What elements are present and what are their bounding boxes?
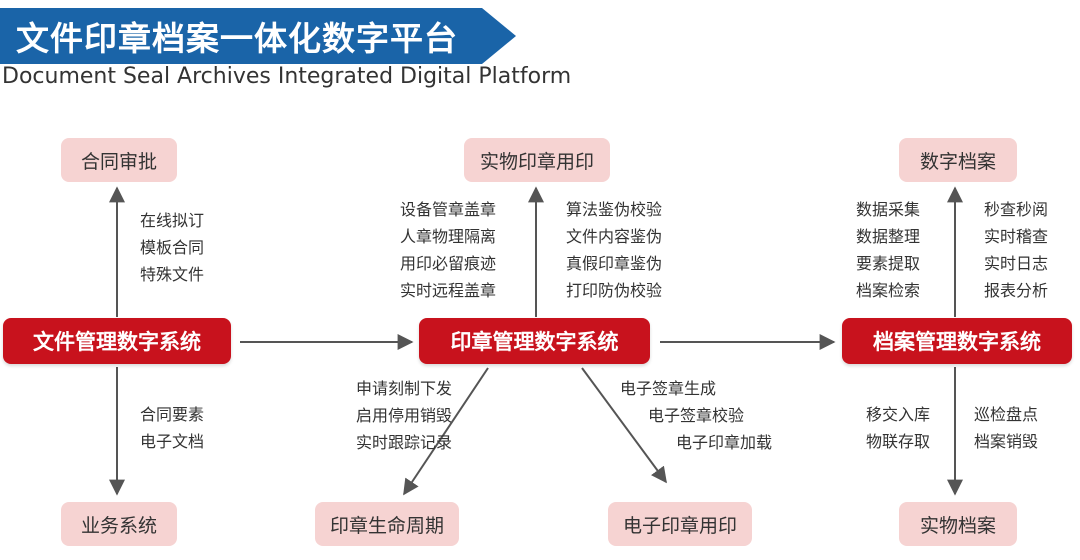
page-subtitle: Document Seal Archives Integrated Digita… — [2, 64, 572, 89]
archive-down-right-features: 巡检盘点 档案销毁 — [974, 401, 1038, 455]
list-item: 要素提取 — [856, 254, 921, 273]
archive-management-system: 档案管理数字系统 — [842, 318, 1072, 364]
list-item: 巡检盘点 — [974, 405, 1039, 424]
seal-down-left-features: 申请刻制下发 启用停用销毁 实时跟踪记录 — [356, 375, 452, 456]
list-item: 人章物理隔离 — [400, 227, 497, 246]
file-management-system: 文件管理数字系统 — [3, 318, 231, 364]
list-item: 秒查秒阅 — [984, 200, 1049, 219]
node-contract-approval: 合同审批 — [61, 138, 177, 182]
list-item: 申请刻制下发 — [355, 379, 452, 398]
node-physical-seal-use: 实物印章用印 — [464, 138, 610, 182]
file-up-features: 在线拟订 模板合同 特殊文件 — [140, 207, 204, 288]
arrow-seal-to-eseal — [581, 367, 667, 484]
archive-down-left-features: 移交入库 物联存取 — [866, 401, 930, 455]
node-physical-archive: 实物档案 — [899, 502, 1017, 546]
list-item: 移交入库 — [866, 405, 931, 424]
list-item: 电子印章加载 — [676, 433, 773, 452]
list-item: 数据整理 — [856, 227, 921, 246]
archive-up-right-features: 秒查秒阅 实时稽查 实时日志 报表分析 — [984, 196, 1048, 304]
list-item: 设备管章盖章 — [400, 200, 497, 219]
list-item: 打印防伪校验 — [566, 281, 663, 300]
list-item: 启用停用销毁 — [355, 406, 452, 425]
list-item: 文件内容鉴伪 — [566, 227, 663, 246]
archive-up-left-features: 数据采集 数据整理 要素提取 档案检索 — [856, 196, 920, 304]
list-item: 在线拟订 — [140, 211, 205, 230]
list-item: 电子文档 — [140, 432, 205, 451]
list-item: 报表分析 — [984, 281, 1049, 300]
list-item: 合同要素 — [140, 405, 205, 424]
list-item: 特殊文件 — [140, 265, 205, 284]
list-item: 真假印章鉴伪 — [566, 254, 663, 273]
list-item: 实时远程盖章 — [400, 281, 497, 300]
node-digital-archive: 数字档案 — [899, 138, 1017, 182]
list-item: 实时日志 — [984, 254, 1049, 273]
list-item: 实时跟踪记录 — [355, 433, 452, 452]
title-banner: 文件印章档案一体化数字平台 — [0, 8, 516, 64]
list-item: 物联存取 — [866, 432, 931, 451]
node-e-seal-use: 电子印章用印 — [608, 502, 752, 546]
seal-up-right-features: 算法鉴伪校验 文件内容鉴伪 真假印章鉴伪 打印防伪校验 — [566, 196, 662, 304]
arrow-seal-to-lifecycle — [403, 367, 489, 496]
list-item: 实时稽查 — [984, 227, 1049, 246]
seal-management-system: 印章管理数字系统 — [419, 318, 650, 364]
list-item: 模板合同 — [140, 238, 205, 257]
list-item: 数据采集 — [856, 200, 921, 219]
page-title: 文件印章档案一体化数字平台 — [16, 19, 458, 58]
list-item: 电子签章生成 — [620, 379, 717, 398]
list-item: 用印必留痕迹 — [400, 254, 497, 273]
list-item: 档案销毁 — [974, 432, 1039, 451]
list-item: 档案检索 — [856, 281, 921, 300]
list-item: 电子签章校验 — [648, 406, 745, 425]
seal-down-right-features: 电子签章生成 电子签章校验 电子印章加载 — [620, 375, 772, 456]
node-seal-lifecycle: 印章生命周期 — [315, 502, 459, 546]
file-down-features: 合同要素 电子文档 — [140, 401, 204, 455]
list-item: 算法鉴伪校验 — [566, 200, 663, 219]
seal-up-left-features: 设备管章盖章 人章物理隔离 用印必留痕迹 实时远程盖章 — [400, 196, 496, 304]
node-business-system: 业务系统 — [61, 502, 177, 546]
